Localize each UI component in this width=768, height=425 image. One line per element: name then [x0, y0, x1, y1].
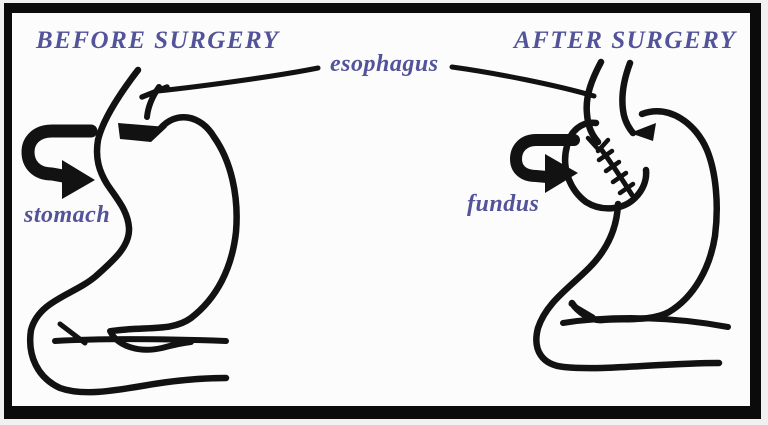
after-wrap-arrow-icon — [510, 134, 580, 193]
fundus-label: fundus — [467, 191, 540, 217]
before-esophagus-and-body-outline — [26, 66, 230, 396]
suture-tick-3 — [610, 170, 629, 185]
after-junction-wedge — [630, 123, 656, 141]
before-arrow-shaft — [21, 124, 98, 183]
before-pylorus-fork-mark — [57, 321, 88, 346]
suture-line — [598, 146, 635, 198]
before-duodenum-line — [52, 336, 229, 344]
crimp-mark-1 — [585, 135, 601, 152]
after-esophagus-left-edge — [583, 58, 605, 146]
suture-tick-1 — [596, 148, 615, 163]
after-body-and-duodenum-lower-line — [533, 200, 723, 372]
esophagus-label: esophagus — [330, 51, 439, 77]
suture-tick-2 — [603, 159, 622, 174]
after-duodenum-upper-line — [560, 315, 731, 330]
esophagus-pointer-lines — [139, 64, 597, 100]
before-surgery-title: BEFORE SURGERY — [36, 27, 280, 54]
before-junction-wedge — [118, 123, 167, 142]
pointer-line-to-before-tip — [139, 84, 170, 100]
pointer-line-to-after — [449, 64, 597, 99]
suture-stitch-marks-icon — [596, 146, 636, 198]
after-esophagus-right-edge — [619, 59, 637, 137]
after-surgery-title: AFTER SURGERY — [514, 27, 737, 54]
stomach-label: stomach — [24, 202, 111, 228]
before-reflux-arrow-icon — [21, 124, 98, 199]
after-stomach-drawing — [533, 58, 731, 372]
before-greater-curvature-outline — [108, 114, 240, 335]
after-arrow-shaft — [510, 134, 580, 183]
before-stomach-drawing — [26, 66, 240, 396]
suture-tick-4 — [617, 181, 636, 196]
after-arrow-head — [545, 154, 578, 193]
before-antrum-dip-line — [107, 328, 194, 353]
after-pylorus-fork-mark — [568, 301, 596, 320]
before-arrow-head — [62, 160, 95, 199]
pointer-line-to-before — [155, 65, 321, 94]
